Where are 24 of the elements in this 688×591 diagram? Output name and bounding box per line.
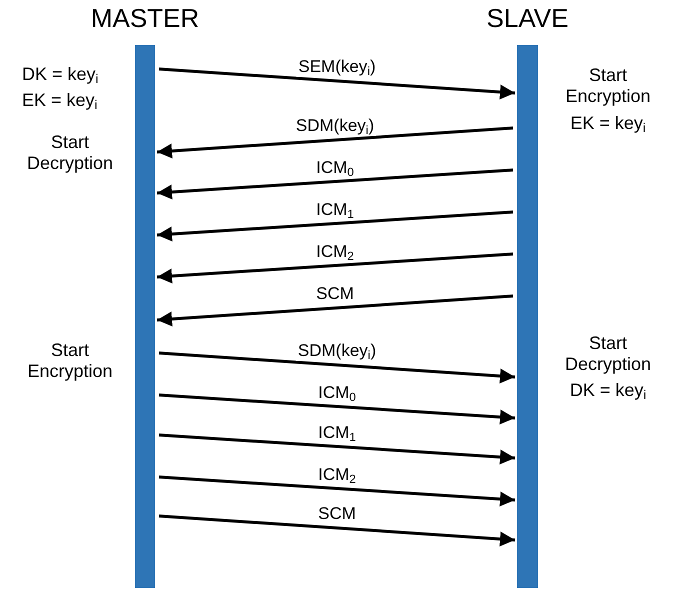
message-arrow bbox=[158, 434, 516, 465]
message-arrow bbox=[158, 476, 516, 507]
message-arrow bbox=[158, 68, 516, 100]
step-note: DK = key$_{i}$ bbox=[22, 64, 98, 85]
message-arrow bbox=[158, 394, 516, 425]
message-arrow bbox=[156, 210, 514, 242]
message-arrow bbox=[156, 126, 514, 158]
message-arrow bbox=[156, 252, 514, 284]
step-note: Start Encryption bbox=[564, 65, 652, 107]
edge-label: SEM(key$_{i}$) bbox=[296, 57, 378, 77]
step-note: DK = key$_{i}$ bbox=[568, 380, 648, 401]
step-note: Start Encryption bbox=[26, 340, 114, 382]
message-arrow bbox=[158, 352, 516, 384]
message-arrow bbox=[156, 294, 514, 326]
lifeline-heading: MASTER bbox=[90, 3, 200, 34]
step-note: EK = key$_{i}$ bbox=[22, 90, 98, 111]
message-arrow bbox=[156, 168, 514, 200]
step-note: Start Decryption bbox=[26, 132, 114, 174]
edge-label: SDM(key$_{i}$) bbox=[294, 116, 376, 136]
step-note: EK = key$_{i}$ bbox=[569, 113, 647, 134]
lifeline-heading: SLAVE bbox=[486, 3, 568, 34]
step-note: Start Decryption bbox=[564, 333, 652, 375]
message-arrow bbox=[158, 514, 516, 546]
edge-label: SDM(key$_{i}$) bbox=[296, 341, 378, 361]
